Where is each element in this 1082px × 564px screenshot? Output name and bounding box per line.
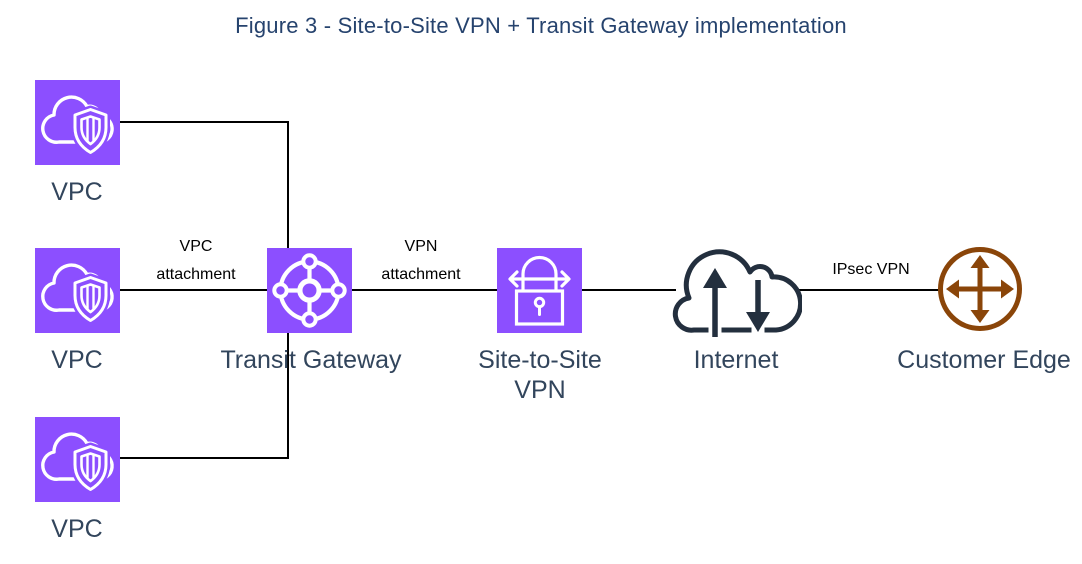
node-vpc-2	[35, 248, 120, 333]
customer-edge-router-icon	[938, 247, 1022, 331]
customer-edge-label: Customer Edge	[897, 346, 1071, 374]
site-to-site-vpn-label: Site-to-Site VPN	[478, 346, 602, 404]
node-transit-gateway	[267, 248, 352, 333]
gateway-hub	[297, 278, 322, 303]
cloud-outline	[672, 249, 803, 333]
cloud-outline	[41, 95, 114, 144]
arrow-left-head	[508, 270, 519, 288]
transit-gateway-icon	[267, 248, 352, 333]
vpc-3-label: VPC	[51, 515, 103, 543]
arrow-left-head	[946, 279, 959, 299]
vpc-attachment-label: VPC attachment	[156, 238, 236, 283]
internet-label: Internet	[693, 346, 779, 374]
transit-gateway-label: Transit Gateway	[220, 346, 402, 374]
arrow-right-head	[560, 270, 571, 288]
cloud-outline	[41, 432, 114, 481]
site-to-site-vpn-lock-icon	[497, 248, 582, 333]
node-internet	[668, 246, 803, 340]
shield-inner	[80, 283, 101, 314]
shield-stripes	[86, 286, 95, 310]
vpn-attachment-label: VPN attachment	[381, 238, 461, 283]
node-vpc-1	[35, 80, 120, 165]
lock-body	[514, 289, 565, 326]
vpc-2-label: VPC	[51, 346, 103, 374]
cloud-outline	[41, 263, 114, 312]
figure-title: Figure 3 - Site-to-Site VPN + Transit Ga…	[235, 13, 847, 38]
node-customer-edge	[936, 245, 1024, 333]
shield-inner	[80, 115, 101, 146]
router-cross-shafts	[956, 265, 1004, 313]
node-site-to-site-vpn	[497, 248, 582, 333]
arrow-right-head	[1001, 279, 1014, 299]
shield-stripes	[86, 118, 95, 142]
vpc-icon	[35, 417, 120, 502]
shield-stripes	[86, 455, 95, 479]
arrow-down-head	[970, 310, 990, 323]
lock-shackle	[521, 255, 558, 291]
down-arrow-head	[746, 312, 770, 332]
vpc-1-label: VPC	[51, 178, 103, 206]
vpc-icon	[35, 80, 120, 165]
node-vpc-3	[35, 417, 120, 502]
arrow-up-head	[970, 255, 990, 268]
up-arrow-head	[703, 268, 727, 288]
vpc-icon	[35, 248, 120, 333]
shield-inner	[80, 452, 101, 483]
internet-cloud-icon	[672, 249, 803, 339]
ipsec-vpn-label: IPsec VPN	[832, 261, 910, 278]
